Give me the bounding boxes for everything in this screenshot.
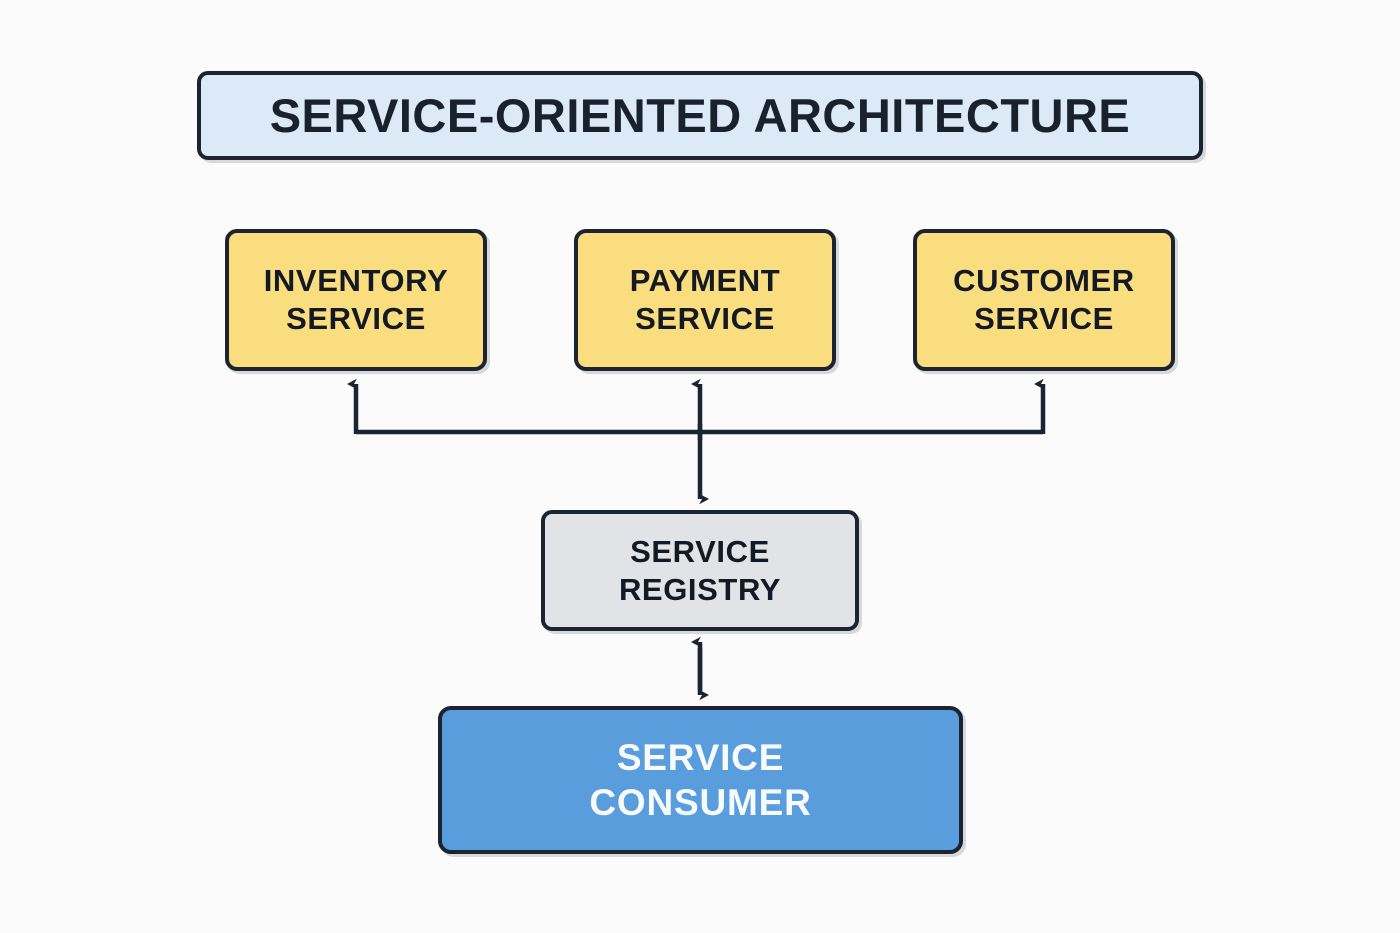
node-payment-service-label: PAYMENT SERVICE (629, 263, 781, 336)
node-customer-service[interactable]: CUSTOMER SERVICE (913, 229, 1175, 371)
node-service-registry-label: SERVICE REGISTRY (618, 533, 782, 607)
diagram-title-banner: SERVICE-ORIENTED ARCHITECTURE (197, 71, 1203, 160)
node-inventory-service[interactable]: INVENTORY SERVICE (225, 229, 487, 371)
diagram-title-label: SERVICE-ORIENTED ARCHITECTURE (269, 88, 1131, 142)
node-service-consumer[interactable]: SERVICE CONSUMER (438, 706, 963, 854)
node-customer-service-label: CUSTOMER SERVICE (953, 263, 1135, 336)
node-service-consumer-label: SERVICE CONSUMER (589, 736, 812, 823)
node-payment-service[interactable]: PAYMENT SERVICE (574, 229, 836, 371)
node-service-registry[interactable]: SERVICE REGISTRY (541, 510, 859, 631)
node-inventory-service-label: INVENTORY SERVICE (263, 263, 449, 336)
